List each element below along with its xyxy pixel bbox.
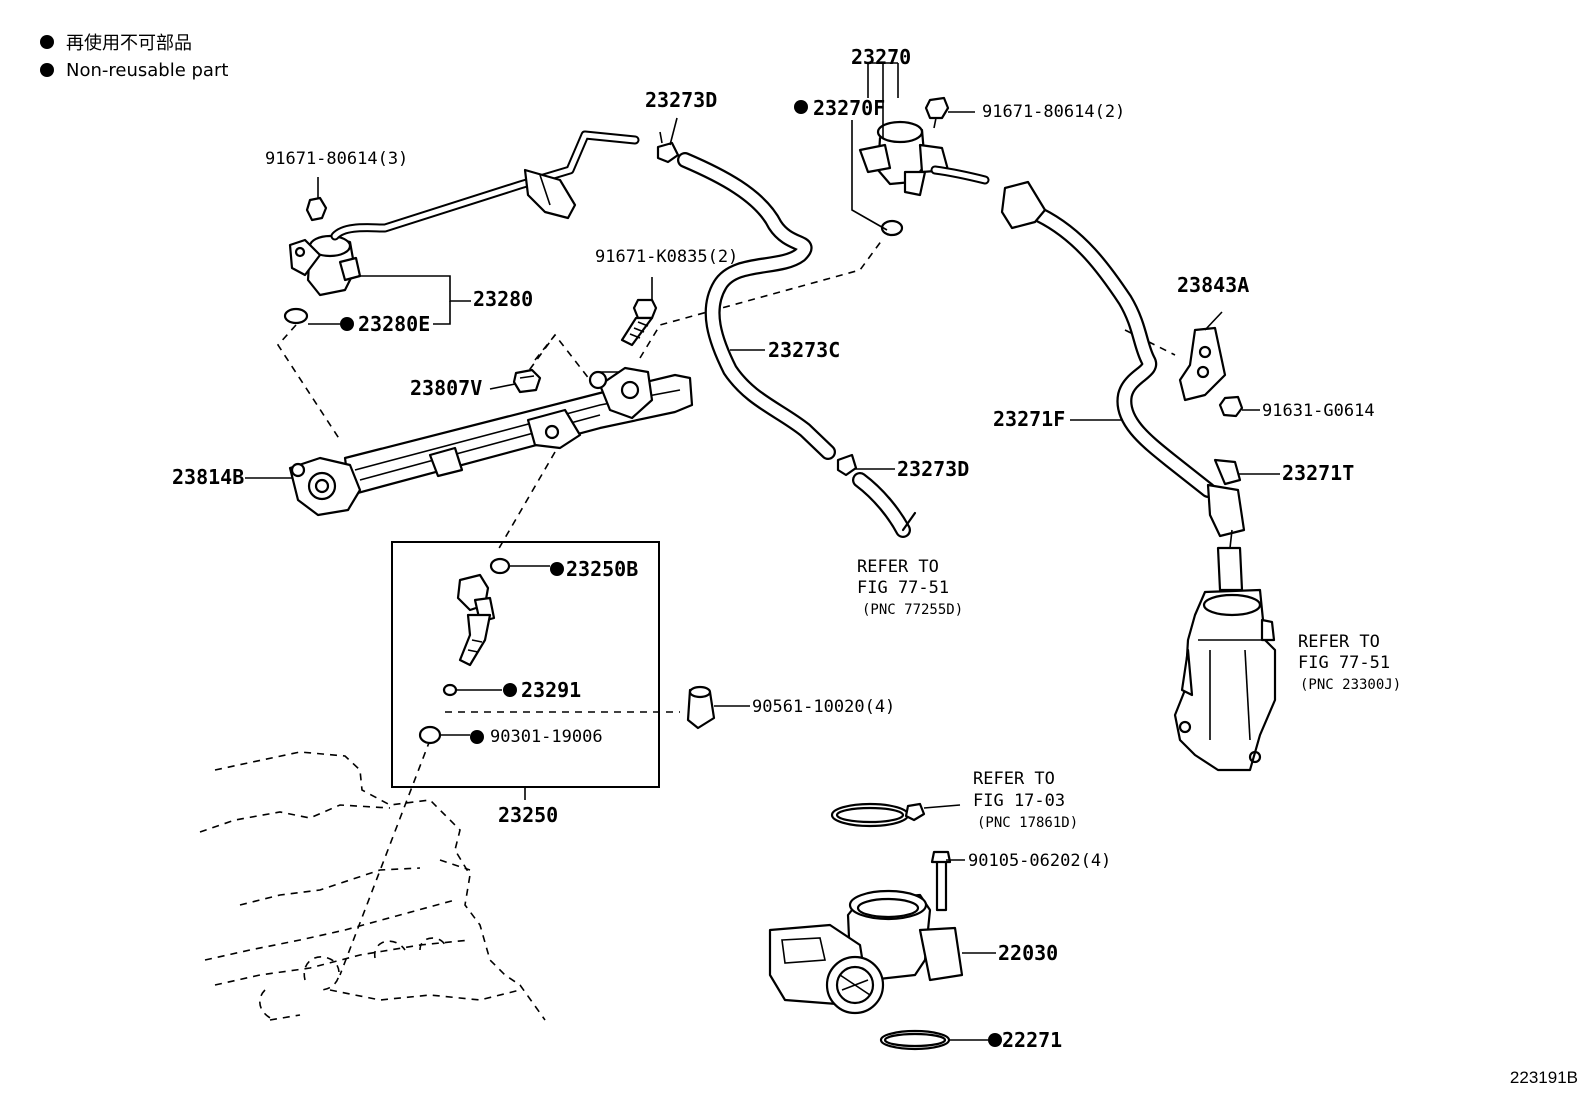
label-23273c: 23273C [768, 338, 840, 362]
refer-note-line1: REFER TO [973, 769, 1055, 789]
label-91671-80614-2: 91671-80614(2) [982, 102, 1125, 122]
refer-note-77255d: REFER TO FIG 77-51 (PNC 77255D) [857, 557, 963, 618]
label-23271t: 23271T [1282, 461, 1354, 485]
refer-note-line3: (PNC 17861D) [977, 815, 1078, 831]
non-reusable-dot-icon [40, 35, 54, 49]
non-reusable-dot-icon [340, 317, 354, 331]
fuel-rail-23814b [288, 366, 694, 517]
label-23814b: 23814B [172, 465, 244, 489]
legend-en-text: Non-reusable part [66, 59, 229, 81]
label-23270: 23270 [851, 45, 911, 69]
refer-note-line2: FIG 17-03 [973, 791, 1065, 811]
non-reusable-dot-icon [40, 63, 54, 77]
label-23280e: 23280E [358, 312, 430, 336]
refer-note-line3: (PNC 77255D) [862, 602, 963, 618]
bolt-91671-k0835 [620, 298, 658, 347]
gasket-22271 [879, 1029, 951, 1051]
label-23271f: 23271F [993, 407, 1065, 431]
charcoal-canister-assembly [1173, 529, 1277, 772]
label-90301-19006: 90301-19006 [490, 727, 603, 747]
label-90105-06202-4: 90105-06202(4) [968, 851, 1111, 871]
label-91631-g0614: 91631-G0614 [1262, 401, 1375, 421]
label-23273d-bottom: 23273D [897, 457, 969, 481]
label-23250b: 23250B [566, 557, 638, 581]
label-23291: 23291 [521, 678, 581, 702]
legend-jp-text: 再使用不可部品 [66, 33, 192, 54]
part-labels: 23270 23270F 23273D 91671-80614(2) 91671… [172, 45, 1375, 1052]
refer-note-line3: (PNC 23300J) [1300, 677, 1401, 693]
label-23250: 23250 [498, 803, 558, 827]
gasket-17861d [830, 802, 926, 828]
legend: 再使用不可部品 Non-reusable part [40, 28, 228, 84]
non-reusable-dot-icon [503, 683, 517, 697]
label-23270f: 23270F [813, 96, 885, 120]
refer-note-23300j: REFER TO FIG 77-51 (PNC 23300J) [1298, 632, 1401, 693]
pressure-regulator-23270 [858, 96, 990, 237]
hose-23273c [677, 152, 917, 538]
injector-23250 [418, 557, 511, 745]
bracket-23843a [1178, 326, 1244, 418]
figure-id: 223191B [1510, 1068, 1578, 1087]
label-23843a: 23843A [1177, 273, 1249, 297]
label-22030: 22030 [998, 941, 1058, 965]
legend-row-jp: 再使用不可部品 [40, 28, 228, 56]
label-23807v: 23807V [410, 376, 482, 400]
engine-block-outline [199, 751, 546, 1021]
label-90561-10020-4: 90561-10020(4) [752, 697, 895, 717]
pulsation-damper-23280 [283, 196, 362, 325]
refer-note-line2: FIG 77-51 [857, 578, 949, 598]
non-reusable-markers [340, 100, 1002, 1047]
refer-note-line1: REFER TO [1298, 632, 1380, 652]
fuel-pipe-top-left [330, 130, 640, 241]
label-23280: 23280 [473, 287, 533, 311]
label-91671-80614-3: 91671-80614(3) [265, 149, 408, 169]
grommet-23807v [512, 368, 542, 394]
label-91671-k0835-2: 91671-K0835(2) [595, 247, 738, 267]
throttle-body-22030 [768, 850, 964, 1015]
clip-23273d-bottom [836, 453, 858, 477]
insulator-90561 [686, 685, 716, 730]
refer-note-line1: REFER TO [857, 557, 939, 577]
refer-note-line2: FIG 77-51 [1298, 653, 1390, 673]
non-reusable-dot-icon [794, 100, 808, 114]
non-reusable-dot-icon [988, 1033, 1002, 1047]
legend-row-en: Non-reusable part [40, 56, 228, 84]
label-22271: 22271 [1002, 1028, 1062, 1052]
clip-23273d-top [656, 131, 680, 164]
non-reusable-dot-icon [470, 730, 484, 744]
refer-note-17861d: REFER TO FIG 17-03 (PNC 17861D) [973, 769, 1078, 831]
assembly-dashed-lines [276, 239, 1176, 976]
hose-23271f [1000, 180, 1246, 538]
leader-lines [245, 62, 1280, 1041]
label-23273d-top: 23273D [645, 88, 717, 112]
non-reusable-dot-icon [550, 562, 564, 576]
